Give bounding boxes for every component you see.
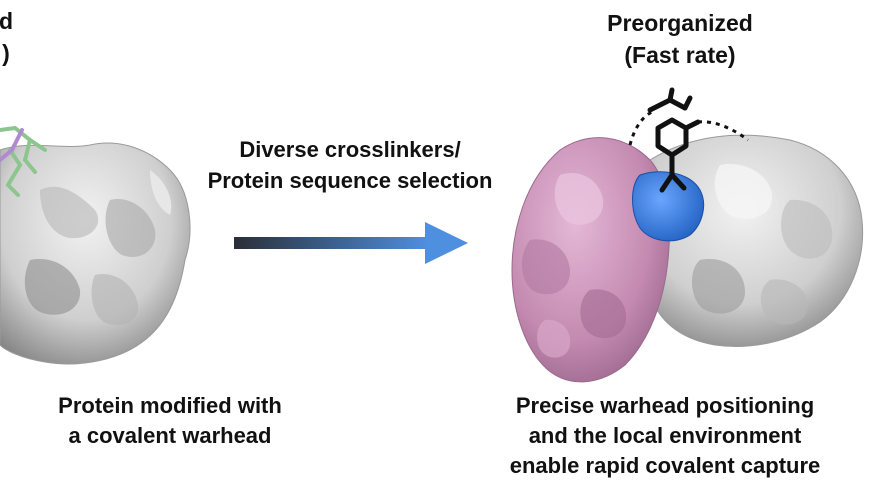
right-caption-line1: Precise warhead positioning xyxy=(515,393,815,418)
left-protein-surface xyxy=(0,142,191,365)
right-protein-grey-surface xyxy=(642,134,864,347)
arrow-label-line2: Protein sequence selection xyxy=(207,168,493,193)
left-panel-title-line1: d xyxy=(0,8,14,34)
process-arrow xyxy=(234,222,468,264)
left-caption-line2: a covalent warhead xyxy=(68,423,272,448)
arrow-label-line1: Diverse crosslinkers/ xyxy=(239,137,461,162)
right-caption-line3: enable rapid covalent capture xyxy=(509,453,821,478)
right-panel-title-line1: Preorganized xyxy=(607,10,753,36)
interaction-dashes xyxy=(628,110,749,146)
right-warhead-molecule xyxy=(647,87,701,193)
right-caption-line2: and the local environment xyxy=(528,423,802,448)
left-panel-title-line2: ) xyxy=(2,40,10,66)
left-caption-line1: Protein modified with xyxy=(58,393,282,418)
left-warhead-sticks xyxy=(0,125,47,197)
right-protein-pink-surface xyxy=(511,137,670,383)
right-panel-title-line2: (Fast rate) xyxy=(624,42,736,68)
